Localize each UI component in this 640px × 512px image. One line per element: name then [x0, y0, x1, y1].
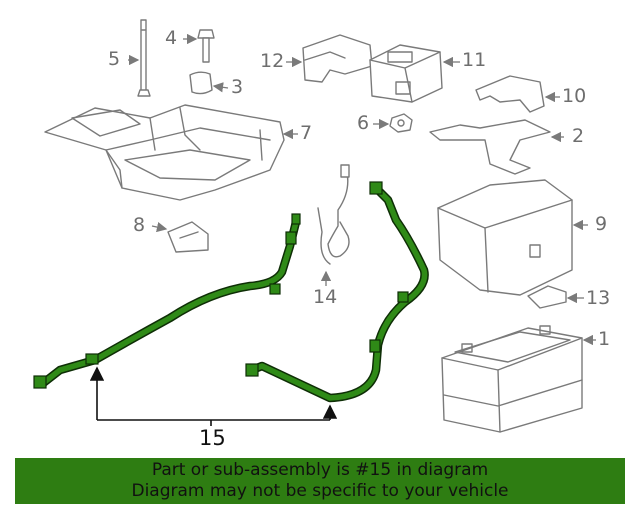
part-14-small-cable — [317, 164, 350, 286]
callout-8: 8 — [133, 214, 146, 236]
callout-15-leader — [89, 366, 338, 426]
callout-11: 11 — [462, 49, 487, 71]
part-10-cover — [475, 75, 560, 113]
callout-1: 1 — [598, 328, 611, 350]
callout-13: 13 — [586, 287, 611, 309]
part-2-hold-down — [429, 119, 564, 175]
part-6-nut — [373, 113, 413, 133]
parts-diagram — [33, 19, 596, 433]
part-11-fuse-block — [369, 44, 460, 103]
info-banner: Part or sub-assembly is #15 in diagram D… — [15, 458, 625, 504]
callout-5: 5 — [108, 48, 121, 70]
part-5-bolt — [128, 19, 151, 97]
callout-12: 12 — [260, 50, 285, 72]
callout-9: 9 — [595, 213, 608, 235]
part-4-bolt — [183, 29, 215, 63]
callout-2: 2 — [572, 125, 585, 147]
part-7-battery-tray — [44, 104, 298, 201]
callout-4: 4 — [165, 27, 178, 49]
banner-line-2: Diagram may not be specific to your vehi… — [131, 481, 509, 501]
callout-6: 6 — [357, 112, 370, 134]
callout-14: 14 — [313, 286, 338, 308]
part-8-bracket — [151, 221, 209, 253]
part-3-cap — [189, 71, 229, 95]
part-9-insulator — [437, 179, 588, 296]
part-12-cover — [286, 34, 373, 83]
callout-7: 7 — [300, 122, 313, 144]
banner-line-1: Part or sub-assembly is #15 in diagram — [151, 460, 489, 480]
part-1-battery — [441, 325, 596, 433]
part-13-clamp — [527, 285, 584, 309]
part-15-battery-cables — [33, 181, 429, 403]
callout-10: 10 — [562, 85, 587, 107]
callout-15: 15 — [199, 426, 226, 450]
callout-3: 3 — [231, 76, 244, 98]
